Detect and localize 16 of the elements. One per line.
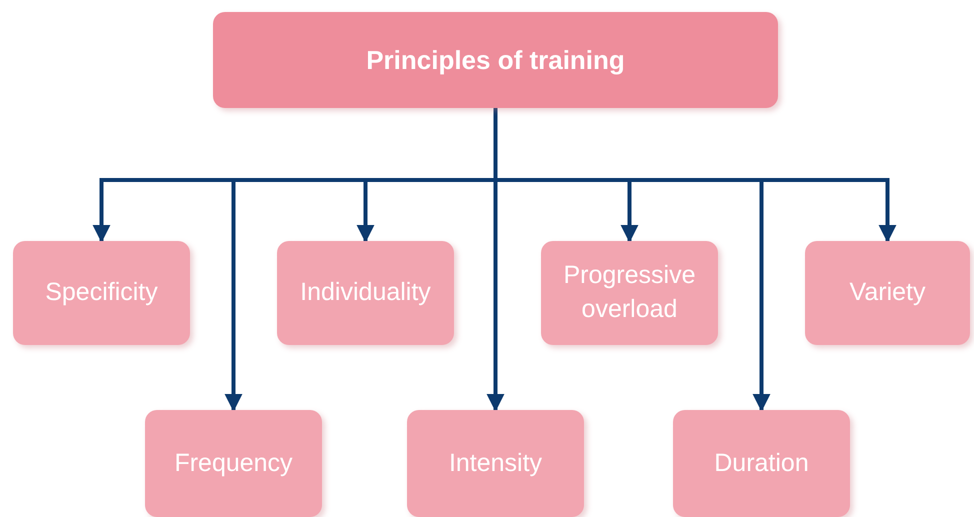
box-label: Duration [714, 448, 809, 479]
box-label: Intensity [448, 448, 542, 479]
principle-box [277, 241, 454, 345]
principle-box [407, 410, 584, 517]
principle-box [13, 241, 190, 345]
box-label: Variety [850, 277, 926, 308]
box-label: Principles of training [366, 44, 625, 76]
box-label: Specificity [45, 277, 158, 308]
box-label: Individuality [300, 277, 431, 308]
principle-box [145, 410, 322, 517]
box-label: Progressive overload [562, 260, 696, 325]
principle-box [673, 410, 850, 517]
principle-box [541, 241, 718, 345]
principle-box [805, 241, 970, 345]
box-label: Frequency [174, 448, 293, 479]
title-box [213, 12, 778, 108]
